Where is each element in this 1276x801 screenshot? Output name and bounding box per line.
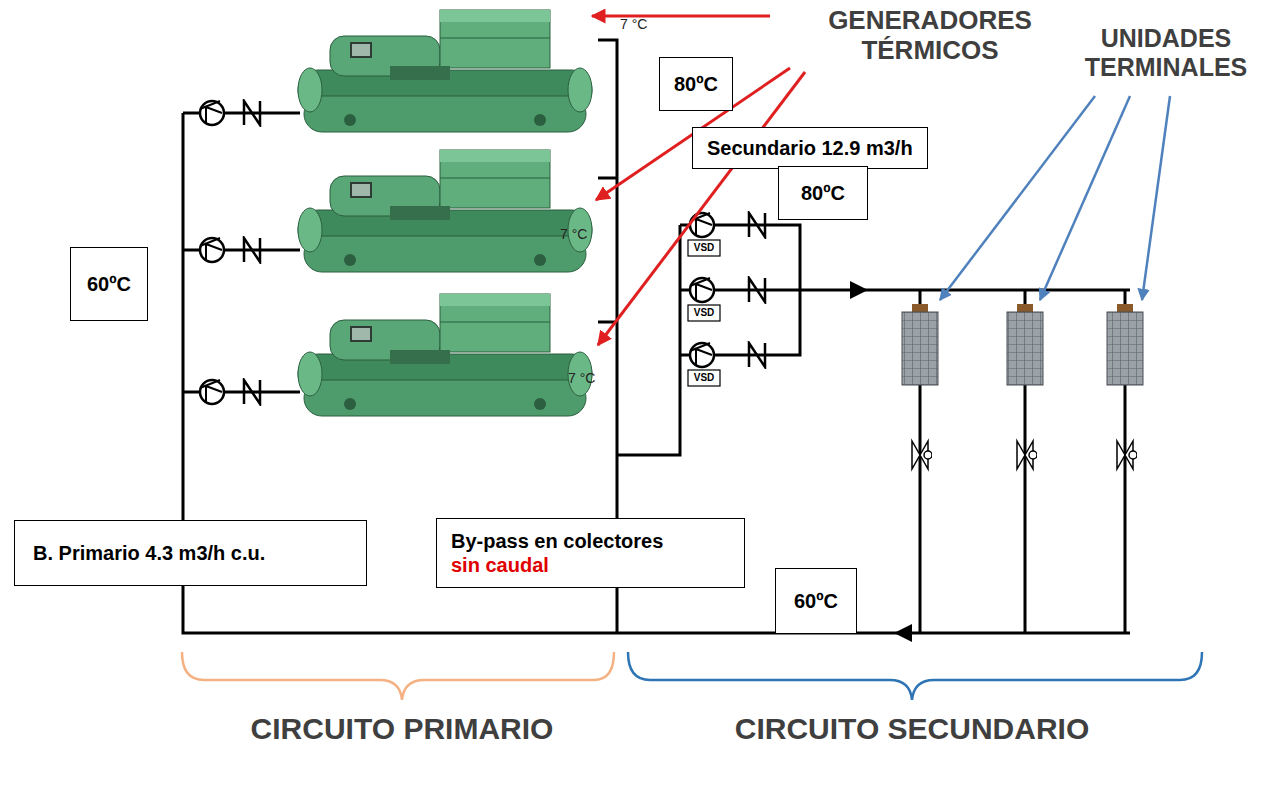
box-text: 60ºC: [794, 589, 838, 613]
vsd-label: VSD: [694, 242, 715, 254]
circuit-label: CIRCUITO SECUNDARIO: [735, 712, 1089, 747]
box-text: 60ºC: [87, 272, 131, 296]
box-text: 80ºC: [674, 72, 718, 96]
note-box: By-pass en colectoressin caudal: [436, 518, 745, 588]
flow-box: B. Primario 4.3 m3/h c.u.: [14, 520, 367, 586]
flow-box: Secundario 12.9 m3/h: [692, 127, 928, 169]
temperature-box: 80ºC: [659, 57, 733, 111]
box-text: 80ºC: [801, 181, 845, 205]
temperature-label: 7 °C: [568, 370, 595, 386]
temperature-box: 80ºC: [778, 166, 868, 220]
box-text: sin caudal: [451, 553, 730, 577]
temperature-box: 60ºC: [775, 568, 857, 634]
box-text: By-pass en colectores: [451, 529, 730, 553]
temperature-label: 7 °C: [560, 226, 587, 242]
vsd-label: VSD: [694, 307, 715, 319]
group-label: GENERADORES TÉRMICOS: [795, 6, 1065, 66]
temperature-box: 60ºC: [70, 247, 148, 321]
box-text: Secundario 12.9 m3/h: [707, 136, 913, 160]
vsd-label: VSD: [694, 372, 715, 384]
group-label: UNIDADES TERMINALES: [1060, 24, 1272, 82]
box-text: B. Primario 4.3 m3/h c.u.: [33, 541, 348, 565]
circuit-label: CIRCUITO PRIMARIO: [251, 712, 554, 747]
temperature-label: 7 °C: [620, 16, 647, 32]
